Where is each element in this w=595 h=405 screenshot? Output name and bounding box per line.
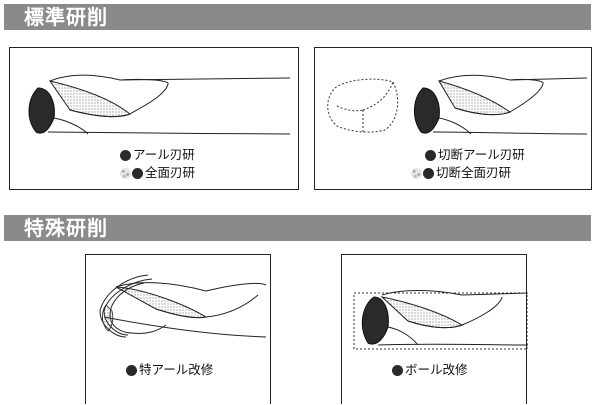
end-mill-illustration [99,274,267,338]
legend-label: 切断全面刃研 [436,165,512,180]
dark-dot-icon [425,149,436,161]
legend: ボール改修 [392,361,468,379]
section-header-special: 特殊研削 [4,215,591,241]
legend-item: 全面刃研 [120,164,195,182]
legend-item: 切断全面刃研 [411,164,525,182]
legend-label: 特アール改修 [139,362,214,377]
legend: アール刃研 全面刃研 [120,146,195,182]
legend-label: ボール改修 [405,362,468,377]
dark-dot-icon [132,167,143,179]
legend: 切断アール刃研 切断全面刃研 [411,146,525,182]
panel-special-ball-repair: 特アール改修 [85,254,271,404]
dark-dot-icon [120,149,131,161]
legend-item: 切断アール刃研 [411,146,525,164]
dark-dot-icon [423,167,434,179]
legend-item: ボール改修 [392,361,468,379]
section-title-special: 特殊研削 [24,216,108,240]
legend-item: 特アール改修 [126,361,213,379]
legend-label: 切断アール刃研 [438,147,525,162]
panel-standard-ball-grind: アール刃研 全面刃研 [9,47,299,190]
panel-special-ball-refit: ボール改修 [341,254,528,404]
end-mill-illustration [327,74,588,135]
dark-dot-icon [126,364,137,376]
speckle-dot-icon [411,167,422,179]
end-mill-illustration [28,74,291,135]
panel-standard-cut-ball-grind: 切断アール刃研 切断全面刃研 [314,47,592,190]
legend: 特アール改修 [126,361,213,379]
speckle-dot-icon [120,167,131,179]
section-title-standard: 標準研削 [24,5,108,29]
legend-label: 全面刃研 [145,165,196,180]
dark-dot-icon [392,364,403,376]
section-header-standard: 標準研削 [4,4,591,30]
legend-label: アール刃研 [133,147,195,162]
end-mill-illustration [353,290,528,350]
legend-item: アール刃研 [120,146,195,164]
